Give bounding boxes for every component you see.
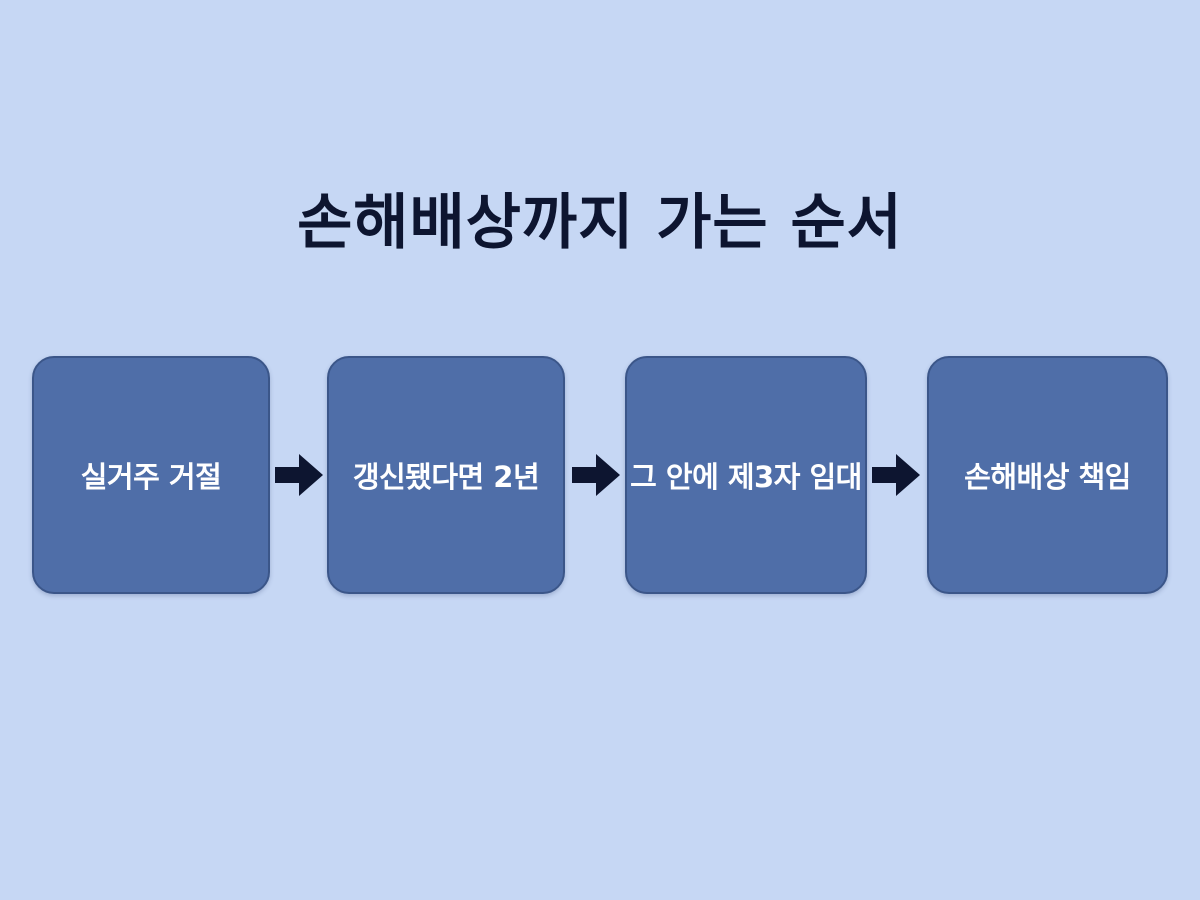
right-arrow-icon bbox=[572, 454, 620, 496]
step-box-1: 실거주 거절 bbox=[32, 356, 270, 594]
step-label-1: 실거주 거절 bbox=[80, 460, 222, 494]
step-box-4: 손해배상 책임 bbox=[927, 356, 1168, 594]
step-box-3: 그 안에 제3자 임대 bbox=[625, 356, 867, 594]
step-label-3: 그 안에 제3자 임대 bbox=[630, 460, 862, 494]
right-arrow-icon bbox=[872, 454, 920, 496]
right-arrow-icon bbox=[275, 454, 323, 496]
page-title: 손해배상까지 가는 순서 bbox=[297, 188, 903, 258]
step-label-4: 손해배상 책임 bbox=[964, 460, 1131, 494]
step-label-2: 갱신됐다면 2년 bbox=[352, 460, 540, 494]
step-box-2: 갱신됐다면 2년 bbox=[327, 356, 565, 594]
